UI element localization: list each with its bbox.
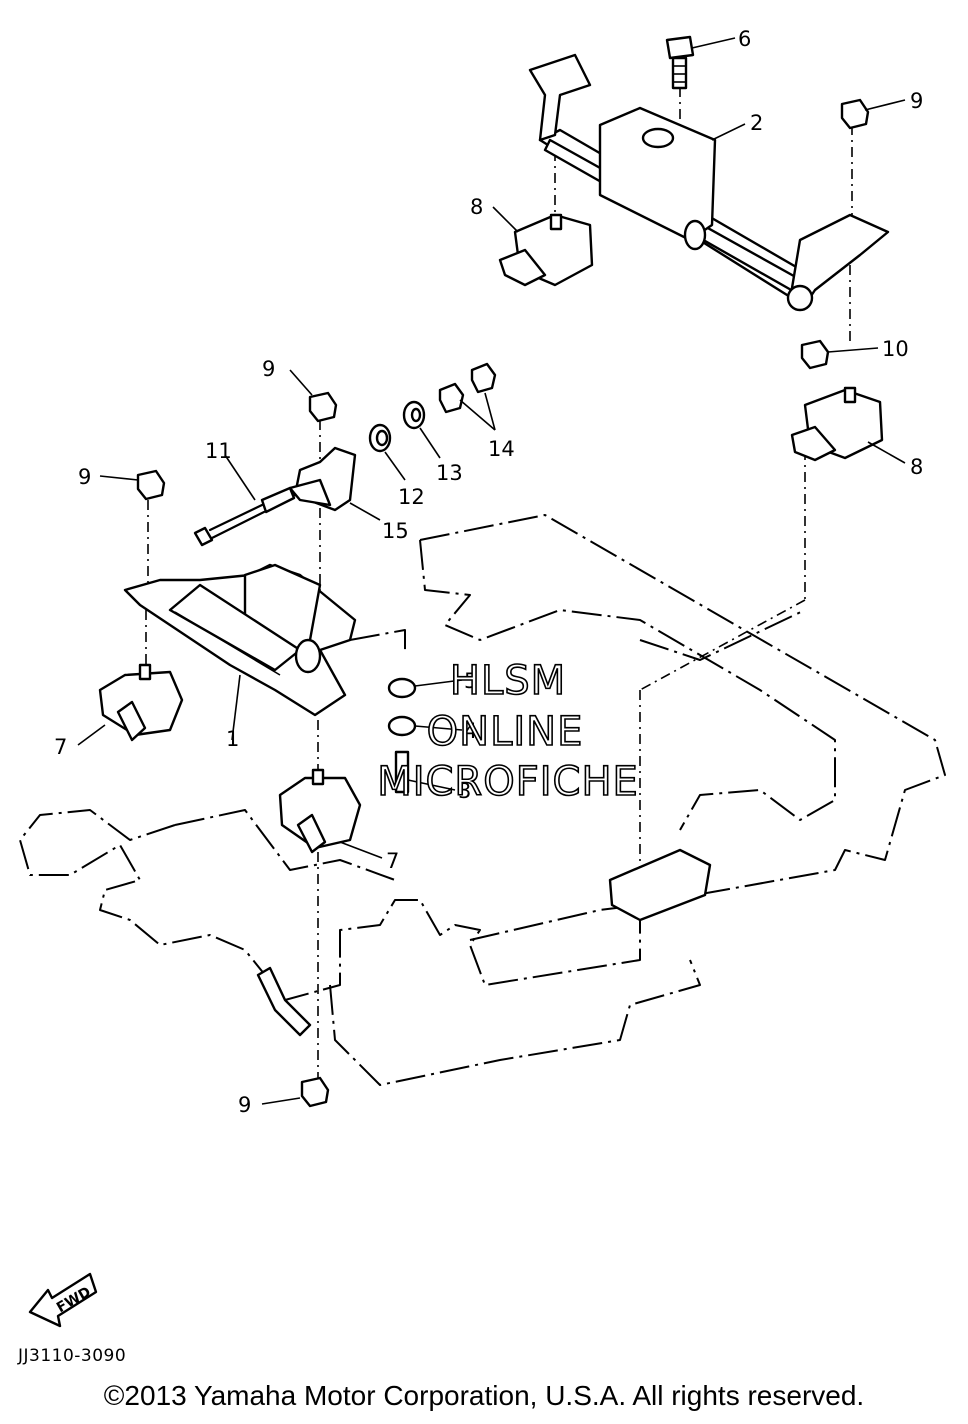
callout-15: 15 (382, 519, 409, 543)
callout-8-upper: 8 (470, 195, 483, 219)
callout-9-top-right: 9 (910, 89, 923, 113)
callout-12: 12 (398, 485, 425, 509)
callout-9-bottom: 9 (238, 1093, 251, 1117)
callout-11: 11 (205, 439, 232, 463)
leader-lines (77, 37, 906, 1105)
callout-3: 3 (458, 779, 471, 803)
watermark-line-1: HLSM (450, 658, 566, 704)
callout-6: 6 (738, 27, 751, 51)
callout-7-left: 7 (54, 735, 67, 759)
parts-12-13-14-washers (368, 362, 497, 453)
callout-4: 4 (464, 719, 477, 743)
callout-14: 14 (488, 437, 515, 461)
part-7-mount-left (98, 663, 184, 742)
part-8-mount-upper (498, 213, 594, 287)
fwd-arrow-icon: FWD (28, 1272, 98, 1328)
callout-1: 1 (226, 727, 239, 751)
part-10-nut (800, 339, 830, 370)
part-15-bracket (288, 446, 357, 512)
callout-13: 13 (436, 461, 463, 485)
part-6-bolt (665, 35, 695, 90)
watermark: HLSM ONLINE MICROFICHE (376, 657, 639, 806)
watermark-line-2: ONLINE (427, 709, 584, 755)
part-9-nut-upper-right (840, 98, 870, 130)
callout-7-lower: 7 (386, 849, 399, 873)
part-9-nut-upper-middle (308, 391, 338, 423)
part-8-mount-right (790, 386, 884, 462)
parts-3-4-5-fasteners (387, 677, 417, 794)
callout-2: 2 (750, 111, 763, 135)
callout-8-right: 8 (910, 455, 923, 479)
diagram-code: JJ3110-3090 (18, 1346, 127, 1366)
part-11-rod (193, 486, 296, 547)
callout-numbers: 6 2 9 8 10 8 9 14 13 12 11 15 9 1 7 5 4 … (54, 27, 923, 1117)
callout-9-middle: 9 (262, 357, 275, 381)
frame-mount-block (256, 848, 712, 1037)
part-2-cross-tube-bracket (528, 53, 890, 312)
part-7-mount-lower (278, 768, 362, 854)
watermark-line-3: MICROFICHE (377, 759, 639, 805)
part-1-engine-mount-plate (123, 563, 357, 717)
part-9-nut-left (136, 469, 166, 501)
part-9-nut-bottom (300, 1076, 330, 1108)
copyright-notice: ©2013 Yamaha Motor Corporation, U.S.A. A… (103, 1380, 865, 1411)
callout-10: 10 (882, 337, 909, 361)
callout-9-left: 9 (78, 465, 91, 489)
callout-5: 5 (464, 669, 477, 693)
